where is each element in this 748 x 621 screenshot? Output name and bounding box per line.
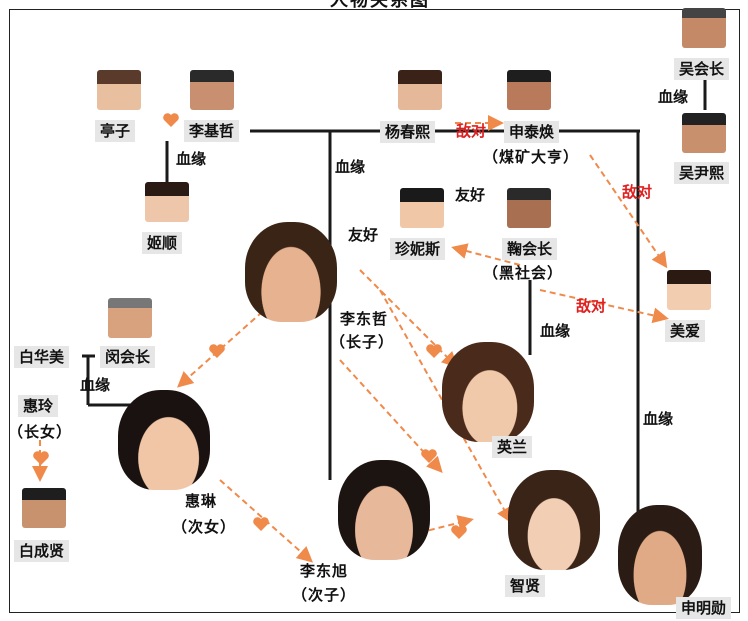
name-wuhuizhang: 吴会长 — [674, 58, 730, 80]
arrow-shen-meiai — [589, 154, 668, 269]
arrow-ju-zhennisi — [451, 243, 521, 266]
rel-blood-shen-mingxun: 血缘 — [643, 410, 674, 428]
name-lijizhe: 李基哲 — [184, 120, 240, 142]
note-huilin: （次女） — [172, 518, 237, 536]
name-tingzi: 亭子 — [95, 120, 136, 142]
heart-icon — [33, 451, 49, 465]
note-lidongxu: （次子） — [292, 586, 357, 604]
portrait-wuhuizhang — [682, 8, 726, 48]
name-huilin: 惠琳 — [185, 492, 218, 510]
heart-icon — [421, 449, 437, 463]
portrait-meiai — [667, 270, 711, 310]
heart-icon — [209, 344, 225, 358]
portrait-lidongxu — [338, 460, 430, 560]
portrait-juhuizhang — [507, 188, 551, 228]
name-shentaihuan: 申泰焕 — [504, 121, 560, 143]
portrait-wuyinxi — [682, 113, 726, 153]
arrow-dongzhe-huilin — [177, 304, 271, 388]
portrait-yangchunxi — [398, 70, 442, 110]
heart-icon — [253, 517, 269, 531]
name-shenmingxun: 申明勋 — [676, 597, 732, 619]
arrow-ju-meiai — [539, 289, 669, 324]
portrait-yinglan — [442, 342, 534, 442]
portrait-zhennisi — [400, 188, 444, 228]
rel-enemy-ju-meiai: 敌对 — [576, 297, 607, 315]
name-yinglan: 英兰 — [492, 436, 533, 458]
portrait-lidongzhe — [245, 222, 337, 322]
heart-icon — [163, 113, 179, 127]
portrait-zhixian — [508, 470, 600, 570]
rel-friendly-zhen-ju: 友好 — [455, 186, 486, 204]
name-wuyinxi: 吴尹熙 — [674, 162, 730, 184]
rel-blood-lijizhe-jishun: 血缘 — [176, 150, 207, 168]
rel-blood-wu: 血缘 — [658, 88, 689, 106]
name-huiling: 惠玲 — [18, 395, 59, 417]
portrait-tingzi — [97, 70, 141, 110]
name-jishun: 姬顺 — [142, 232, 183, 254]
portrait-baichengxian — [22, 488, 66, 528]
portrait-shentaihuan — [507, 70, 551, 110]
diagram-frame — [9, 9, 740, 613]
note-huiling: （长女） — [8, 423, 73, 441]
rel-blood-min: 血缘 — [80, 376, 111, 394]
name-lidongzhe: 李东哲 — [340, 310, 389, 328]
portrait-lijizhe — [190, 70, 234, 110]
note-lidongzhe: （长子） — [330, 333, 395, 351]
name-yangchunxi: 杨春熙 — [380, 121, 436, 143]
name-meiai: 美爱 — [665, 320, 706, 342]
heart-icon — [426, 344, 442, 358]
name-juhuizhang: 鞠会长 — [502, 238, 558, 260]
diagram-title: 人物关系图 — [330, 0, 430, 11]
portrait-jishun — [145, 182, 189, 222]
portrait-minhuizhang — [108, 298, 152, 338]
portrait-huilin — [118, 390, 210, 490]
name-lidongxu: 李东旭 — [300, 562, 349, 580]
rel-enemy-yang-shen: 敌对 — [456, 122, 487, 140]
name-baihuamei: 白华美 — [14, 346, 70, 368]
name-minhuizhang: 闵会长 — [100, 346, 156, 368]
rel-blood-ju-yinglan: 血缘 — [540, 322, 571, 340]
note-shentaihuan: （煤矿大亨） — [483, 148, 580, 166]
rel-friendly-dongzhe-zhen: 友好 — [348, 226, 379, 244]
note-juhuizhang: （黑社会） — [483, 264, 564, 282]
portrait-shenmingxun — [618, 505, 702, 605]
heart-icon — [451, 525, 467, 539]
name-baichengxian: 白成贤 — [14, 540, 70, 562]
name-zhixian: 智贤 — [505, 575, 546, 597]
rel-enemy-shen-meiai: 敌对 — [622, 183, 653, 201]
name-zhennisi: 珍妮斯 — [390, 238, 446, 260]
rel-blood-lijizhe-lidongzhe: 血缘 — [335, 158, 366, 176]
